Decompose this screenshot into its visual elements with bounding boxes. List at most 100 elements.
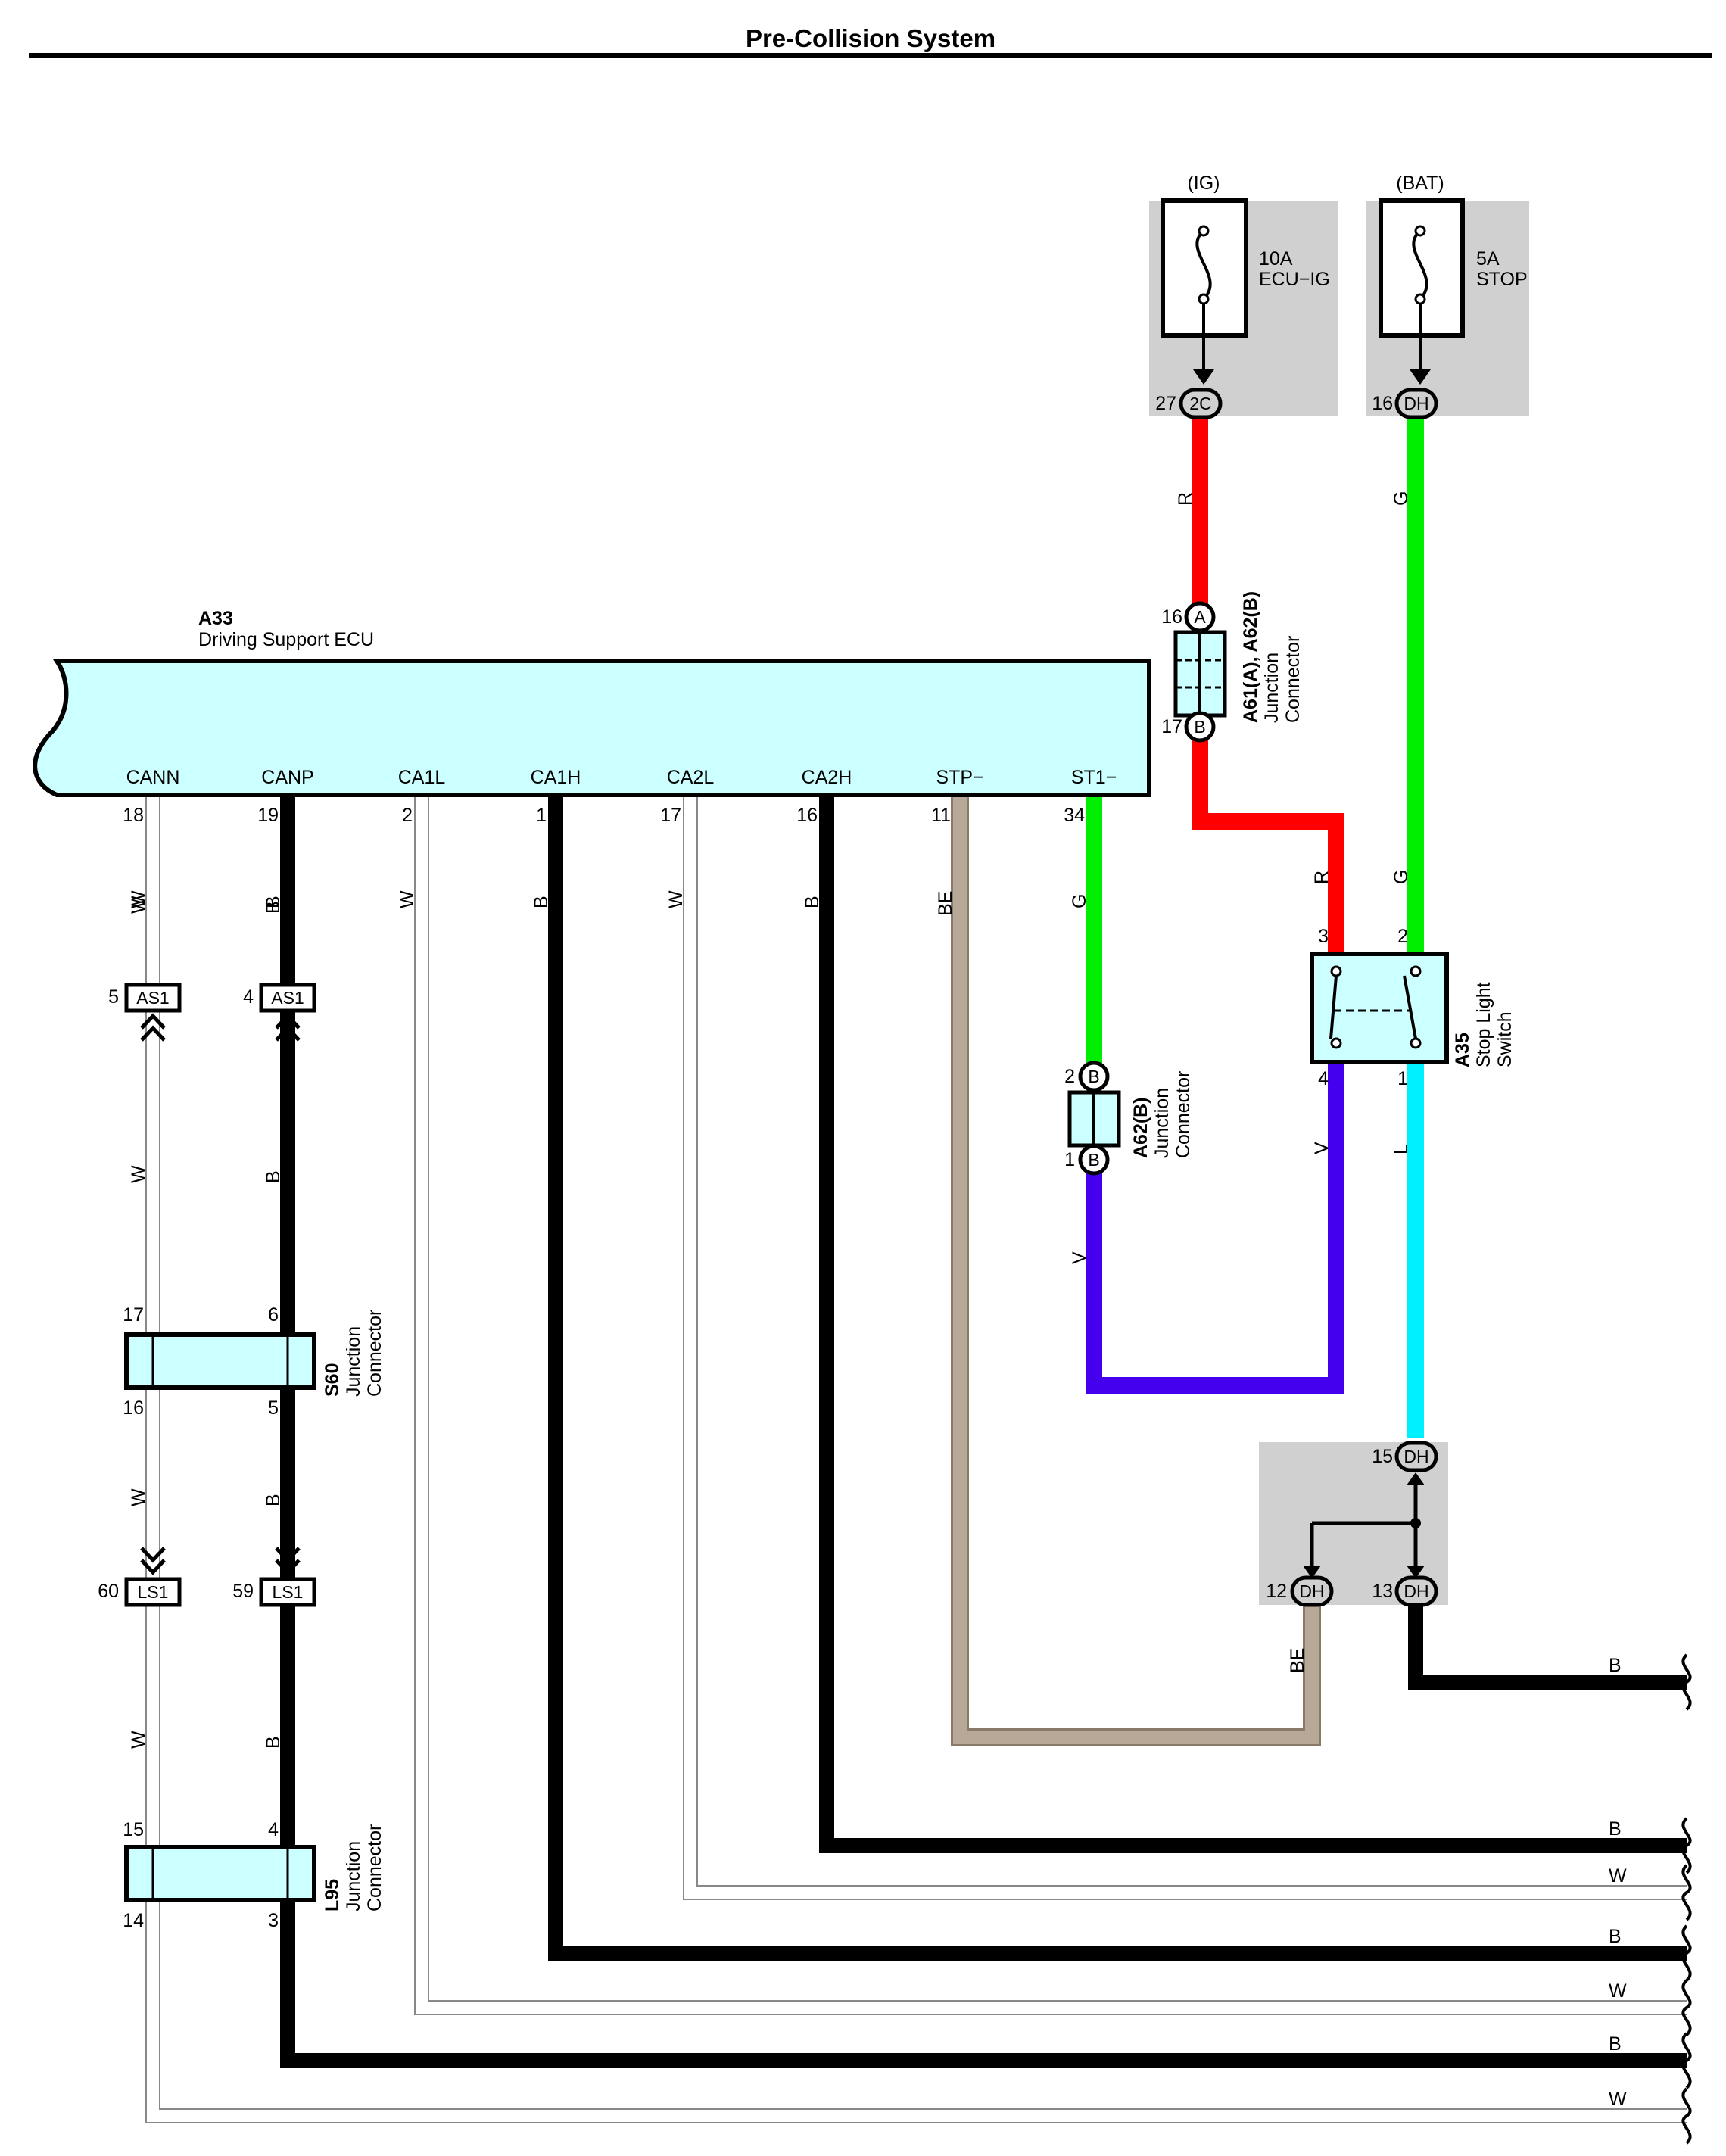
svg-text:4: 4 <box>243 986 254 1008</box>
ig-fuse-amp: 10A <box>1259 248 1293 270</box>
wire-break-icon <box>1681 2032 1692 2089</box>
arrow-down-icon <box>1303 1566 1321 1578</box>
wire-code-b: B <box>263 1170 284 1183</box>
arrow-up-icon <box>1407 1472 1425 1485</box>
ecu-code: A33 <box>198 608 233 629</box>
wire-code-g-top: G <box>1391 491 1412 506</box>
ig-connector <box>1179 388 1223 419</box>
ecu-terminal-name: ST1− <box>1071 767 1117 788</box>
s60-body <box>124 1332 316 1390</box>
svg-text:60: 60 <box>98 1581 119 1602</box>
svg-text:13: 13 <box>1372 1581 1393 1602</box>
svg-text:Switch: Switch <box>1494 1011 1516 1067</box>
l95-code: L95 <box>322 1879 343 1911</box>
wire-break-icon <box>1681 1924 1692 1982</box>
svg-text:Connector: Connector <box>1173 1071 1194 1158</box>
fuse-icon <box>1412 229 1428 301</box>
exit-wire-code: B <box>1609 1818 1622 1840</box>
wire-code-v-left: V <box>1069 1251 1090 1264</box>
wire-b-dh <box>1408 1590 1687 1690</box>
switch-contact-icon <box>1403 975 1417 1039</box>
ecu-terminal-name: STP− <box>936 767 983 788</box>
svg-text:Stop Light: Stop Light <box>1473 982 1494 1067</box>
svg-text:B: B <box>1194 717 1205 737</box>
svg-text:AS1: AS1 <box>271 988 304 1008</box>
svg-text:G: G <box>1391 870 1412 884</box>
exit-wire-code: B <box>1609 1926 1622 1947</box>
exit-wire-code: W <box>1609 2089 1627 2110</box>
wires <box>145 405 1687 2123</box>
arrow-down-icon <box>1407 1566 1425 1578</box>
wire-code: W <box>665 890 687 908</box>
svg-text:4: 4 <box>268 1819 279 1840</box>
svg-text:W: W <box>128 1488 149 1506</box>
junction-a62: 2 B 1 B A62(B) Junction Connector V <box>1064 1061 1194 1264</box>
svg-text:Junction: Junction <box>343 1841 364 1911</box>
ecu-terminal-name: CA1H <box>531 767 581 788</box>
svg-text:W: W <box>128 1731 149 1749</box>
bat-pin: 16 <box>1372 393 1393 414</box>
svg-text:15: 15 <box>1372 1446 1393 1467</box>
wire-r-to-switch <box>1192 738 1344 954</box>
exit-wire-code: W <box>1609 1980 1627 2002</box>
svg-text:W: W <box>128 896 149 914</box>
svg-text:12: 12 <box>1266 1581 1287 1602</box>
stop-light-switch: R G 3 2 4 1 A35 Stop Light Switch V L <box>1310 870 1516 1154</box>
chevron-down-icon <box>275 1547 301 1575</box>
ecu-terminals: CANN18CANP19CA1L2CA1H1CA2L17CA2H16STP−11… <box>123 767 1117 826</box>
l95-body <box>124 1845 316 1902</box>
bat-label: (BAT) <box>1396 173 1444 194</box>
svg-text:1: 1 <box>1397 1068 1408 1089</box>
svg-text:DH: DH <box>1404 394 1428 413</box>
svg-text:DH: DH <box>1404 1581 1428 1601</box>
svg-text:17: 17 <box>1161 716 1182 737</box>
svg-text:2C: 2C <box>1189 394 1211 413</box>
wire-break-icon <box>1681 1817 1692 1874</box>
bat-fuse-amp: 5A <box>1476 248 1500 270</box>
svg-text:BE: BE <box>1287 1648 1308 1673</box>
junction-l95: 15 4 14 3 L95 Junction Connector <box>123 1819 385 1931</box>
svg-text:3: 3 <box>1318 926 1329 947</box>
svg-text:15: 15 <box>123 1819 144 1840</box>
svg-text:2: 2 <box>1397 926 1408 947</box>
ecu-terminal-pin: 17 <box>660 805 681 826</box>
svg-text:B: B <box>1088 1067 1099 1086</box>
svg-text:Junction: Junction <box>343 1326 364 1397</box>
bat-connector <box>1394 388 1438 419</box>
junction-a61-a62: 16 A 17 B A61(A), A62(B) Junction Connec… <box>1161 591 1304 743</box>
s60-code: S60 <box>322 1363 343 1397</box>
ecu-name: Driving Support ECU <box>198 629 374 650</box>
wire-w-ca2l <box>683 795 1687 1900</box>
ecu-terminal-name: CANP <box>261 767 313 788</box>
svg-text:AS1: AS1 <box>136 988 169 1008</box>
wire-break-icon <box>1681 1653 1692 1711</box>
connector-as1: W B 5 AS1 4 AS1 <box>108 896 316 1042</box>
svg-text:5: 5 <box>268 1397 279 1419</box>
svg-text:2: 2 <box>1064 1066 1075 1087</box>
ecu-terminal-pin: 34 <box>1064 805 1085 826</box>
svg-text:R: R <box>1311 871 1332 884</box>
svg-text:LS1: LS1 <box>273 1582 304 1602</box>
ig-label: (IG) <box>1187 173 1220 194</box>
wire-code: W <box>128 890 149 908</box>
svg-text:V: V <box>1311 1142 1332 1154</box>
wire-code: B <box>263 896 284 908</box>
ecu-terminal-pin: 1 <box>536 805 547 826</box>
wire-code-r-top: R <box>1175 492 1196 506</box>
svg-text:DH: DH <box>1299 1581 1324 1601</box>
ecu-terminal-pin: 16 <box>796 805 818 826</box>
ecu-terminal-name: CANN <box>126 767 180 788</box>
chevron-up-icon <box>140 1013 166 1042</box>
page-title: Pre-Collision System <box>746 24 995 52</box>
svg-text:14: 14 <box>123 1910 144 1931</box>
wire-b-canp <box>280 795 1687 2068</box>
wire-code: B <box>531 896 552 908</box>
svg-text:59: 59 <box>232 1581 254 1602</box>
ecu-terminal-pin: 18 <box>123 805 144 826</box>
ecu-body <box>33 659 1151 797</box>
ecu-terminal-pin: 11 <box>931 805 951 826</box>
wire-w-cann <box>145 795 1687 2123</box>
wire-be <box>953 795 1319 1744</box>
